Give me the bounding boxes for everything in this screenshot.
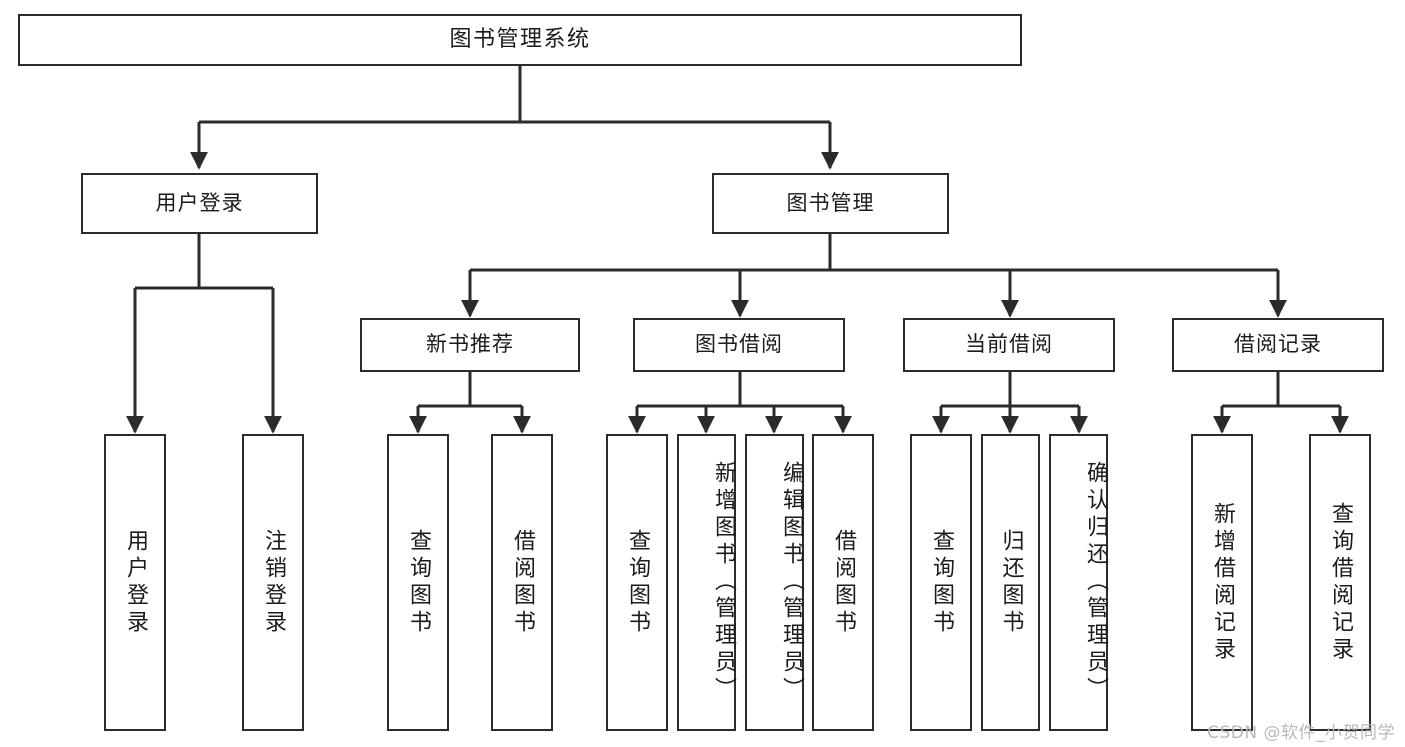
leaf-query-book-recommend[interactable]: 查询图书 (387, 434, 449, 731)
leaf-query-borrow-record[interactable]: 查询借阅记录 (1309, 434, 1371, 731)
leaf-borrow-book-recommend[interactable]: 借阅图书 (491, 434, 553, 731)
node-label: 用户登录 (123, 528, 148, 637)
leaf-logout[interactable]: 注销登录 (242, 434, 304, 731)
node-label: 新书推荐 (426, 332, 514, 357)
node-label: 查询图书 (406, 528, 431, 637)
leaf-edit-book-admin[interactable]: 编辑图书（管理员） (745, 434, 804, 731)
node-book-borrow[interactable]: 图书借阅 (633, 318, 845, 372)
leaf-add-book-admin[interactable]: 新增图书（管理员） (677, 434, 736, 731)
node-label: 图书管理系统 (449, 26, 591, 52)
node-label: 新增借阅记录 (1210, 501, 1235, 664)
node-label: 借阅图书 (831, 528, 856, 637)
node-current-borrow[interactable]: 当前借阅 (903, 318, 1115, 372)
node-label: 查询借阅记录 (1328, 501, 1353, 664)
node-label: 图书借阅 (695, 332, 783, 357)
node-user-login[interactable]: 用户登录 (81, 173, 318, 234)
node-borrow-record[interactable]: 借阅记录 (1172, 318, 1384, 372)
leaf-add-borrow-record[interactable]: 新增借阅记录 (1191, 434, 1253, 731)
node-label: 编辑图书（管理员） (779, 461, 804, 704)
node-label: 确认归还（管理员） (1083, 461, 1108, 704)
watermark-text: CSDN @软件_小贺同学 (1207, 723, 1395, 743)
leaf-query-book-current[interactable]: 查询图书 (910, 434, 972, 731)
node-label: 图书管理 (786, 190, 875, 215)
leaf-query-book-borrow[interactable]: 查询图书 (606, 434, 668, 731)
leaf-borrow-book[interactable]: 借阅图书 (812, 434, 874, 731)
node-label: 归还图书 (998, 528, 1024, 637)
leaf-confirm-return-admin[interactable]: 确认归还（管理员） (1049, 434, 1108, 731)
node-new-book-recommend[interactable]: 新书推荐 (360, 318, 580, 372)
leaf-user-login[interactable]: 用户登录 (104, 434, 166, 731)
node-book-management[interactable]: 图书管理 (712, 173, 949, 234)
node-root-system[interactable]: 图书管理系统 (18, 14, 1022, 66)
node-label: 借阅记录 (1234, 332, 1322, 357)
node-label: 借阅图书 (510, 528, 535, 637)
node-label: 新增图书（管理员） (711, 461, 736, 704)
node-label: 查询图书 (625, 528, 650, 637)
node-label: 当前借阅 (965, 332, 1053, 357)
node-label: 用户登录 (155, 190, 244, 215)
leaf-return-book[interactable]: 归还图书 (981, 434, 1040, 731)
node-label: 注销登录 (261, 528, 286, 637)
node-label: 查询图书 (929, 528, 954, 637)
